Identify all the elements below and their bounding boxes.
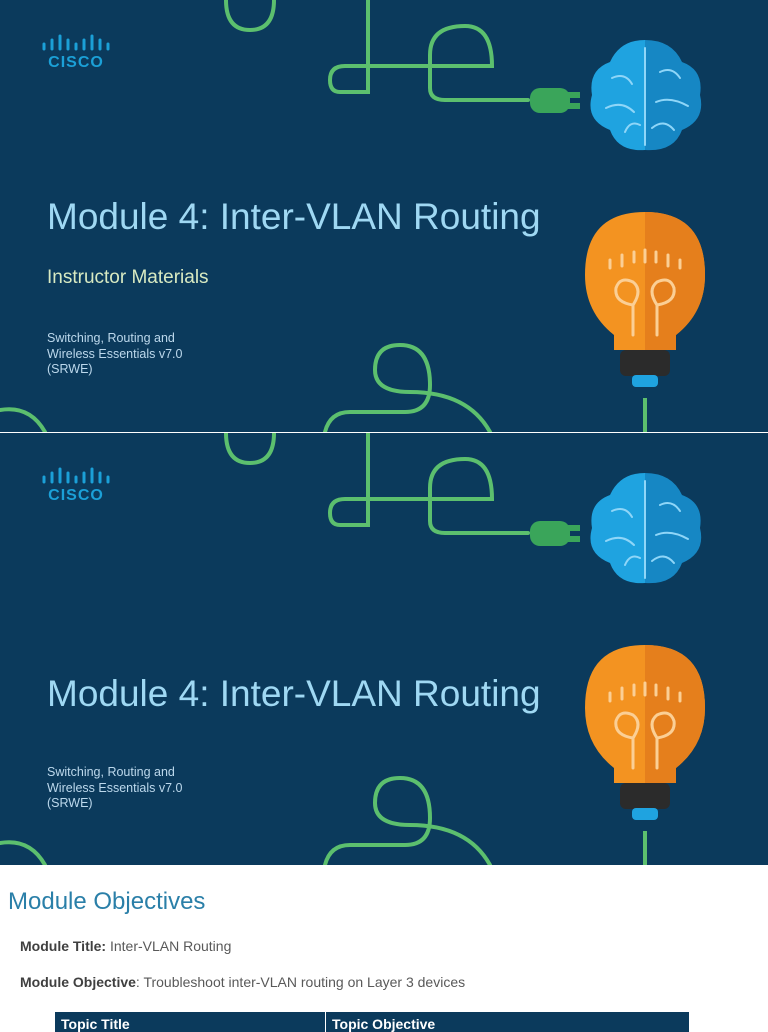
module-objective-value: : Troubleshoot inter-VLAN routing on Lay…: [135, 974, 466, 990]
title-slide-1: CISCO Module 4: Inter-VLAN Routing Instr…: [0, 0, 768, 432]
title-slide-2: CISCO Module 4: Inter-VLAN Routing Switc…: [0, 433, 768, 865]
lightbulb-icon: [585, 645, 705, 865]
plug-icon: [530, 88, 580, 113]
course-line: Switching, Routing and: [47, 765, 175, 779]
objectives-slide: Module Objectives Module Title: Inter-VL…: [0, 866, 768, 1032]
module-title-value: Inter-VLAN Routing: [109, 938, 232, 954]
cisco-logo: CISCO: [40, 34, 112, 71]
module-title-label: Module Title:: [20, 938, 107, 954]
objectives-heading: Module Objectives: [8, 888, 206, 915]
column-header-topic-title: Topic Title: [55, 1012, 326, 1032]
course-line: Switching, Routing and: [47, 331, 175, 345]
cisco-bars-icon: [42, 34, 110, 51]
module-title-line: Module Title: Inter-VLAN Routing: [20, 938, 231, 954]
course-line: Wireless Essentials v7.0: [47, 346, 183, 361]
cisco-wordmark: CISCO: [48, 54, 104, 71]
slide-title: Module 4: Inter-VLAN Routing: [47, 196, 541, 237]
brain-icon: [590, 473, 702, 584]
course-line: Wireless Essentials v7.0: [47, 780, 183, 795]
module-objective-label: Module Objective: [20, 974, 136, 990]
lightbulb-icon: [585, 212, 705, 432]
cisco-wordmark: CISCO: [48, 487, 104, 504]
slide-line-art: [0, 0, 705, 432]
course-name: Switching, Routing and Wireless Essentia…: [47, 331, 247, 378]
cisco-logo: CISCO: [40, 467, 112, 504]
brain-icon: [590, 40, 702, 151]
module-objective-line: Module Objective: Troubleshoot inter-VLA…: [20, 974, 465, 990]
column-header-topic-objective: Topic Objective: [332, 1016, 436, 1032]
topics-table-header: Topic Title Topic Objective: [55, 1012, 689, 1032]
course-name: Switching, Routing and Wireless Essentia…: [47, 765, 247, 812]
plug-icon: [530, 521, 580, 546]
slide-title: Module 4: Inter-VLAN Routing: [47, 673, 541, 714]
course-line: (SRWE): [47, 362, 93, 376]
slide-line-art: [0, 433, 705, 865]
slide-subtitle: Instructor Materials: [47, 267, 209, 288]
cisco-bars-icon: [42, 467, 110, 484]
course-line: (SRWE): [47, 796, 93, 810]
